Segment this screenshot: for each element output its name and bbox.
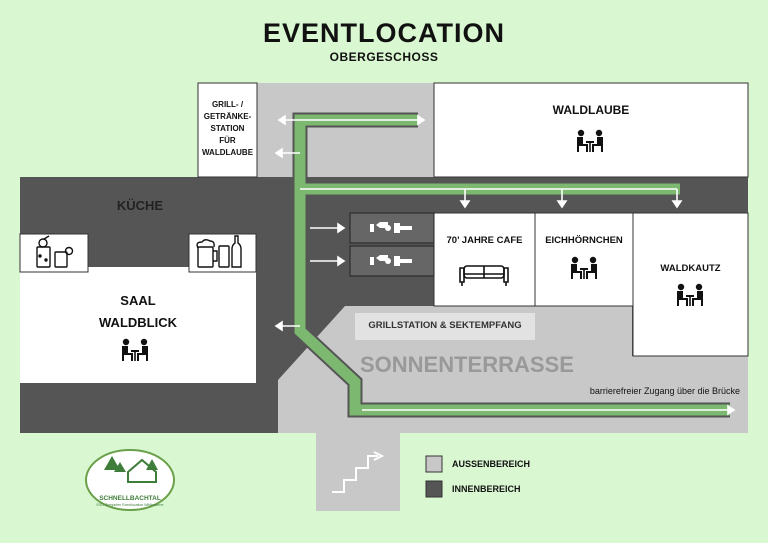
grillstation-sekt-box (355, 313, 535, 340)
saal-room (20, 267, 256, 383)
toilet-room-1 (349, 212, 435, 244)
waldkautz-room (632, 212, 749, 357)
bar-left-box (19, 233, 89, 273)
grill-station-line: GETRÄNKE- (203, 112, 252, 121)
waldlaube-label: WALDLAUBE (552, 103, 630, 117)
logo (85, 449, 175, 511)
legend-swatch-outside (425, 455, 443, 473)
legend-inside-label: INNENBEREICH (452, 484, 521, 494)
grill-station-line: WALDLAUBE (201, 148, 254, 157)
grill-station-line: FÜR (219, 136, 236, 145)
barrierefrei-label: barrierefreier Zugang über die Brücke (589, 386, 740, 396)
grill-station-line: GRILL- / (211, 100, 244, 109)
sofa-icon (459, 265, 509, 286)
jahre-cafe-label: 70’ JAHRE CAFE (446, 235, 523, 246)
eichhoernchen-room (534, 212, 634, 307)
bar-right-box (188, 233, 257, 273)
jahre-cafe-room (433, 212, 536, 307)
legend-outside-label: AUSSENBEREICH (452, 459, 531, 469)
saal-line: WALDBLICK (99, 315, 177, 330)
logo-name: SCHNELLBACHTAL (99, 495, 161, 502)
grill-station-room (197, 82, 258, 178)
arrow-icon (274, 114, 736, 416)
toilet-room-2 (349, 245, 435, 277)
grill-station-line: STATION (210, 124, 245, 133)
legend-swatch-inside (425, 480, 443, 498)
grillstation-sekt-label: GRILLSTATION & SEKTEMPFANG (368, 320, 522, 331)
sonnenterrasse-label: SONNENTERRASSE (360, 352, 574, 377)
cocktail-icon (36, 235, 74, 268)
saal-line: SAAL (120, 293, 156, 308)
waldlaube-room (433, 82, 749, 178)
corridor-area (257, 83, 434, 177)
page-subtitle: OBERGESCHOSS (329, 50, 439, 64)
beer-icon (196, 235, 242, 268)
stairs-area (316, 433, 400, 511)
eichhoernchen-label: EICHHÖRNCHEN (545, 235, 623, 246)
kueche-label: KÜCHE (116, 198, 164, 213)
waldkautz-label: WALDKAUTZ (660, 263, 721, 274)
grill-station-label: GRILL- / GETRÄNKE- STATION FÜR WALDLAUBE (198, 99, 257, 159)
stairs-icon (332, 451, 385, 493)
saal-label: SAAL WALDBLICK (20, 290, 256, 334)
page-title: EVENTLOCATION (263, 18, 505, 48)
logo-tagline: ESG-Biergarten Eventlocation Wildkaserne (96, 503, 164, 507)
